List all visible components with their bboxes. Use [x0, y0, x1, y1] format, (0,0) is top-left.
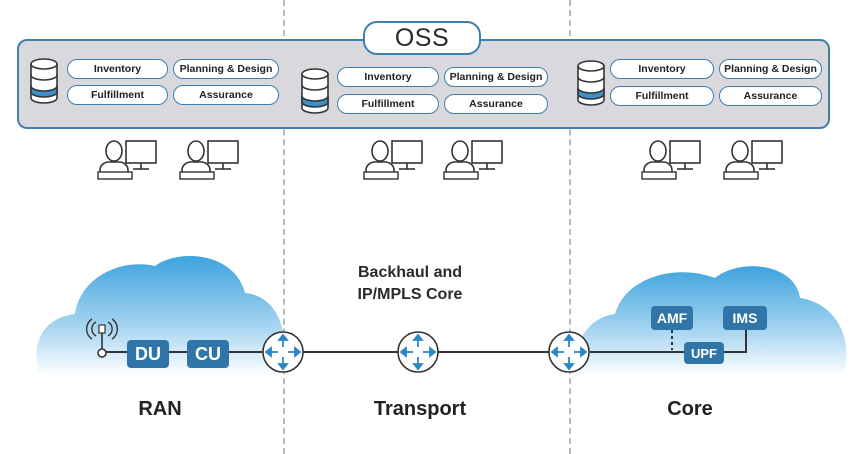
router-icon[interactable] [261, 330, 305, 374]
oss-transport-inventory[interactable]: Inventory [337, 67, 439, 87]
amf-node[interactable]: AMF [651, 306, 693, 330]
oss-transport-fulfillment[interactable]: Fulfillment [337, 94, 439, 114]
core-label: Core [667, 398, 713, 420]
transport-title-line2: IP/MPLS Core [357, 286, 463, 303]
ran-label: RAN [138, 398, 182, 420]
oss-core-assurance[interactable]: Assurance [719, 86, 822, 106]
oss-core-planning-design[interactable]: Planning & Design [719, 59, 822, 79]
oss-ran-fulfillment[interactable]: Fulfillment [67, 85, 168, 105]
core-cloud [576, 266, 847, 376]
oss-ran-planning-design[interactable]: Planning & Design [173, 59, 279, 79]
oss-title: OSS [363, 21, 481, 55]
upf-node[interactable]: UPF [684, 342, 724, 364]
oss-ran-assurance[interactable]: Assurance [173, 85, 279, 105]
oss-transport-planning-design[interactable]: Planning & Design [444, 67, 548, 87]
transport-label: Transport [373, 398, 467, 420]
divider-ran-transport [283, 0, 285, 454]
antenna-icon [86, 318, 118, 358]
router-icon[interactable] [396, 330, 440, 374]
divider-transport-core [569, 0, 571, 454]
cu-node[interactable]: CU [187, 340, 229, 368]
oss-core-inventory[interactable]: Inventory [610, 59, 714, 79]
oss-transport-assurance[interactable]: Assurance [444, 94, 548, 114]
ims-node[interactable]: IMS [723, 306, 767, 330]
transport-title: Backhaul and IP/MPLS Core [330, 262, 490, 306]
oss-core-fulfillment[interactable]: Fulfillment [610, 86, 714, 106]
du-node[interactable]: DU [127, 340, 169, 368]
oss-ran-inventory[interactable]: Inventory [67, 59, 168, 79]
transport-title-line1: Backhaul and [357, 264, 463, 281]
router-icon[interactable] [547, 330, 591, 374]
